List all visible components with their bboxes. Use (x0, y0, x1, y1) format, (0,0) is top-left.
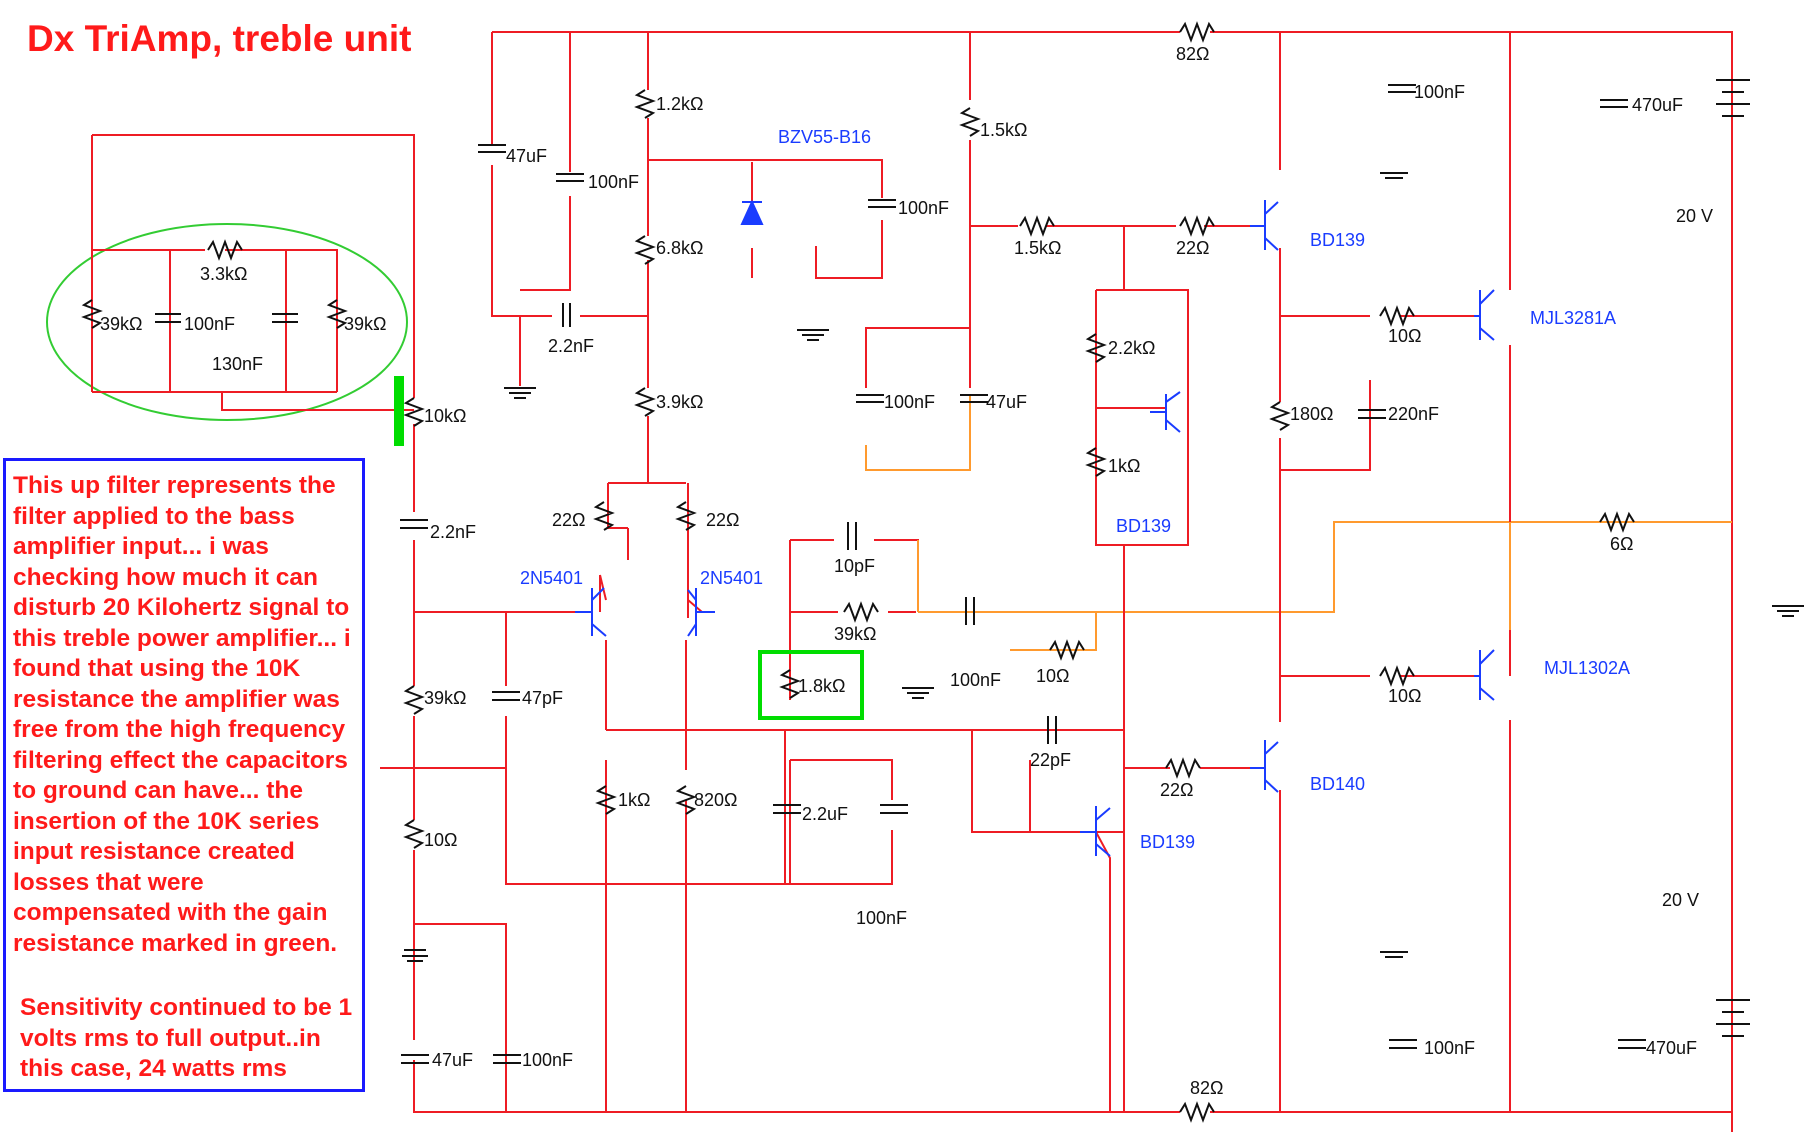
vas-cb2-label: 47uF (986, 392, 1027, 412)
symbols (81, 21, 1804, 1123)
input-c-dec-label: 100nF (522, 1050, 573, 1070)
bias-r2-label: 1kΩ (1108, 456, 1140, 476)
filter-r1-label: 39kΩ (100, 314, 142, 334)
filter-r3-label: 39kΩ (344, 314, 386, 334)
supply-r68-label: 6.8kΩ (656, 238, 703, 258)
filter-r2-label: 3.3kΩ (200, 264, 247, 284)
explanation-note: This up filter represents the filter app… (3, 458, 365, 1092)
feedback-section (785, 360, 1732, 885)
note-sensitivity: Sensitivity continued to be 1 volts rms … (20, 994, 353, 1082)
feedback-cg-label: 2.2uF (802, 804, 848, 824)
rail-c100-top-label: 100nF (1414, 82, 1465, 102)
supply-wiring (413, 31, 1733, 1132)
input-r-low-label: 10Ω (424, 830, 457, 850)
output-r22b-label: 22Ω (1160, 780, 1193, 800)
supply-c100-label: 100nF (588, 172, 639, 192)
output-q-out2-label: MJL1302A (1544, 658, 1630, 678)
ltp-q1-label: 2N5401 (520, 568, 583, 588)
input-r-series-label: 10kΩ (424, 406, 466, 426)
rail-r82-bot-label: 82Ω (1190, 1078, 1223, 1098)
ltp-rc1-label: 1kΩ (618, 790, 650, 810)
input-r-bias-label: 39kΩ (424, 688, 466, 708)
input-c-bulk-label: 47uF (432, 1050, 473, 1070)
vas-cb-label: 100nF (884, 392, 935, 412)
output-r10b-label: 10Ω (1388, 686, 1421, 706)
rail-c100-bot-label: 100nF (1424, 1038, 1475, 1058)
ltp-q2-label: 2N5401 (700, 568, 763, 588)
rail-v-top-label: 20 V (1676, 206, 1713, 226)
output-r180-label: 180Ω (1290, 404, 1334, 424)
output-q-out1-label: MJL3281A (1530, 308, 1616, 328)
rail-c470-top-label: 470uF (1632, 95, 1683, 115)
output-q-drv1-label: BD139 (1310, 230, 1365, 250)
zener-cap-label: 100nF (898, 198, 949, 218)
supply-r12-label: 1.2kΩ (656, 94, 703, 114)
vas-r22-label: 22Ω (1176, 238, 1209, 258)
note-text: This up filter represents the filter app… (13, 472, 351, 957)
output-r-load-label: 6Ω (1610, 534, 1633, 554)
feedback-rg-label: 1.8kΩ (798, 676, 845, 696)
output-q-drv2-label: BD140 (1310, 774, 1365, 794)
filter-c2-label: 130nF (212, 354, 263, 374)
ltp-rc2-label: 820Ω (694, 790, 738, 810)
component-labels: 39kΩ 100nF 3.3kΩ 130nF 39kΩ 10kΩ 2.2nF 3… (100, 44, 1713, 1098)
ltp-re2-label: 22Ω (706, 510, 739, 530)
rail-c470-bot-label: 470uF (1646, 1038, 1697, 1058)
input-c-input-label: 2.2nF (430, 522, 476, 542)
feedback-cf-label: 10pF (834, 556, 875, 576)
vas-r15a-label: 1.5kΩ (980, 120, 1027, 140)
input-c-rf-label: 47pF (522, 688, 563, 708)
bias-q-label: BD139 (1116, 516, 1171, 536)
zener-part-label: BZV55-B16 (778, 127, 871, 147)
output-c220-label: 220nF (1388, 404, 1439, 424)
filter-c1-label: 100nF (184, 314, 235, 334)
feedback-cg2-label: 100nF (856, 908, 907, 928)
rail-v-bot-label: 20 V (1662, 890, 1699, 910)
output-r10a-label: 10Ω (1388, 326, 1421, 346)
input-section (380, 384, 1124, 1112)
vas-r15b-label: 1.5kΩ (1014, 238, 1061, 258)
vas-section (865, 32, 1511, 1112)
vas-zobel-r-label: 10Ω (1036, 666, 1069, 686)
vas-cdom-label: 22pF (1030, 750, 1071, 770)
supply-r39-label: 3.9kΩ (656, 392, 703, 412)
ltp-re1-label: 22Ω (552, 510, 585, 530)
bias-r1-label: 2.2kΩ (1108, 338, 1155, 358)
vas-q-label: BD139 (1140, 832, 1195, 852)
diagram-title: Dx TriAmp, treble unit (27, 18, 412, 59)
supply-c47-label: 47uF (506, 146, 547, 166)
vas-zobel-c-label: 100nF (950, 670, 1001, 690)
feedback-rf-label: 39kΩ (834, 624, 876, 644)
rail-r82-top-label: 82Ω (1176, 44, 1209, 64)
supply-c22-label: 2.2nF (548, 336, 594, 356)
